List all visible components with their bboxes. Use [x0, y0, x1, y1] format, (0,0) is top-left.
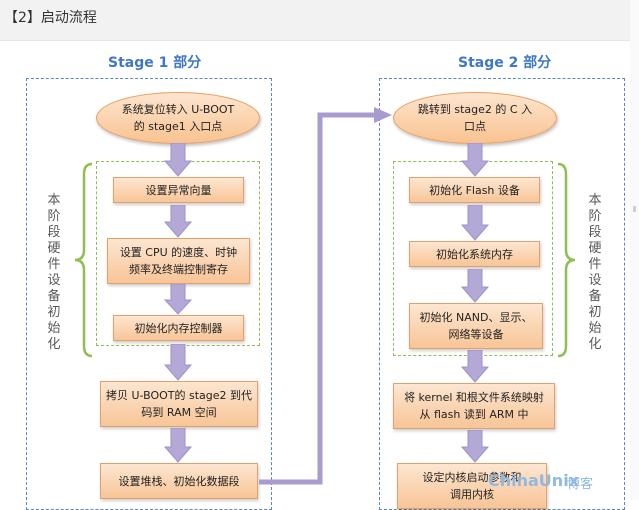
stage2-step-kernel-map: 将 kernel 和根文件系统映射从 flash 读到 ARM 中 — [393, 383, 555, 429]
stage2-step1-text: 初始化 Flash 设备 — [429, 183, 520, 197]
stage2-step4-line1: 将 kernel 和根文件系统映射 — [404, 391, 544, 404]
stage2-step2-text: 初始化系统内存 — [436, 247, 513, 261]
stage2-arrow-5 — [461, 430, 489, 463]
watermark-brand: ChinaUnix — [488, 471, 579, 490]
stage1-step2-line2: 频率及终端控制寄存 — [128, 263, 228, 276]
stage1-start-line1: 系统复位转入 U-BOOT — [121, 103, 235, 116]
watermark-suffix: 博客 — [567, 477, 594, 492]
stage1-step3-text: 初始化内存控制器 — [134, 321, 223, 335]
section-header: 【2】启动流程 — [0, 0, 630, 41]
stage1-step2-line1: 设置 CPU 的速度、时钟 — [119, 246, 238, 259]
stage2-brace — [557, 162, 576, 358]
stage1-step5-text: 设置堆栈、初始化数据段 — [118, 474, 240, 488]
stage1-step-stack-data: 设置堆栈、初始化数据段 — [100, 463, 258, 499]
stage1-step-cpu-clock: 设置 CPU 的速度、时钟频率及终端控制寄存 — [107, 238, 250, 284]
stage2-step5-line1: 设定内核启动参数和 — [422, 471, 522, 484]
stage1-arrow-2 — [164, 205, 192, 238]
stage2-side-label: 本阶段硬件设备初始化 — [588, 193, 602, 352]
stage1-title: Stage 1 部分 — [108, 55, 202, 71]
stage2-arrow-4 — [461, 350, 489, 383]
stage2-arrow-3 — [461, 269, 489, 303]
scrollbar[interactable] — [630, 0, 639, 500]
stage1-arrow-1 — [164, 143, 192, 177]
stage1-arrow-5 — [164, 428, 192, 463]
stage2-start-line2: 口点 — [463, 120, 486, 133]
stage1-start-line2: 的 stage1 入口点 — [133, 120, 223, 133]
section-title: 【2】启动流程 — [4, 10, 97, 26]
stage1-arrow-4 — [164, 344, 192, 381]
stage2-start-line1: 跳转到 stage2 的 C 入 — [417, 103, 533, 116]
stage1-side-label: 本阶段硬件设备初始化 — [47, 193, 61, 352]
stage1-arrow-3 — [164, 284, 192, 315]
stage1-step4-line2: 码到 RAM 空间 — [141, 406, 217, 419]
stage1-start-node: 系统复位转入 U-BOOT 的 stage1 入口点 — [96, 92, 260, 144]
scrollbar-thumb[interactable] — [633, 206, 636, 212]
stage2-arrow-1 — [461, 143, 489, 177]
stage1-step-mem-controller: 初始化内存控制器 — [113, 315, 244, 341]
stage2-start-node: 跳转到 stage2 的 C 入口点 — [393, 92, 557, 144]
stage2-step-sys-mem: 初始化系统内存 — [409, 241, 540, 267]
stage1-step1-text: 设置异常向量 — [145, 183, 212, 197]
stage2-step-flash: 初始化 Flash 设备 — [409, 177, 540, 203]
stage2-step5-line2: 调用内核 — [450, 488, 494, 501]
stage2-step4-line2: 从 flash 读到 ARM 中 — [419, 408, 529, 421]
stage2-arrow-2 — [461, 205, 489, 241]
stage1-step-exception-vector: 设置异常向量 — [113, 177, 244, 203]
stage2-step3-line1: 初始化 NAND、显示、 — [419, 311, 533, 324]
stage2-title: Stage 2 部分 — [458, 55, 552, 71]
stage1-step4-line1: 拷贝 U-BOOT的 stage2 到代 — [105, 389, 253, 402]
stage1-brace — [74, 162, 93, 358]
stage2-step-nand-display: 初始化 NAND、显示、网络等设备 — [409, 303, 543, 349]
stage-connector-arrow — [259, 107, 392, 485]
stage1-step-copy-stage2: 拷贝 U-BOOT的 stage2 到代码到 RAM 空间 — [100, 381, 258, 427]
stage2-step3-line2: 网络等设备 — [448, 328, 504, 341]
